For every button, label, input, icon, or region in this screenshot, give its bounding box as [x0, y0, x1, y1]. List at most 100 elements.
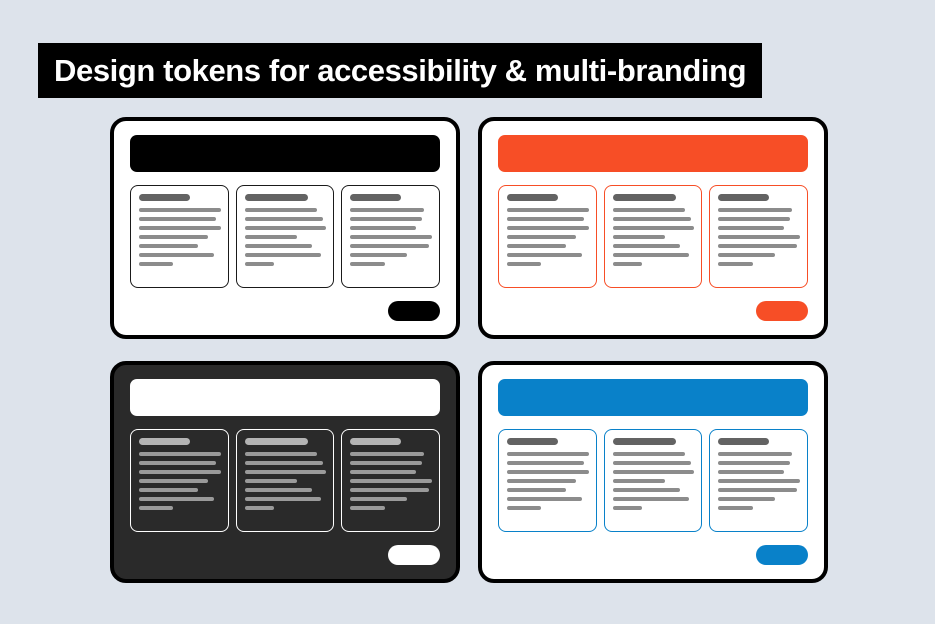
skeleton-line	[507, 479, 577, 483]
skeleton-line	[612, 217, 692, 221]
skeleton-line	[612, 244, 681, 248]
cta-button[interactable]	[388, 545, 440, 565]
content-card[interactable]	[603, 185, 703, 288]
skeleton-line	[718, 506, 753, 510]
skeleton-line	[718, 217, 791, 221]
skeleton-line	[350, 262, 385, 266]
skeleton-line	[139, 253, 215, 257]
content-card[interactable]	[130, 185, 229, 288]
skeleton-line	[350, 497, 408, 501]
skeleton-line	[244, 226, 327, 230]
skeleton-line	[350, 244, 429, 248]
skeleton-line	[718, 461, 791, 465]
skeleton-title	[244, 438, 309, 445]
skeleton-line	[139, 226, 221, 230]
content-card-row	[130, 185, 440, 288]
cta-button[interactable]	[756, 301, 808, 321]
skeleton-line	[718, 244, 797, 248]
theme-variant-grid	[110, 117, 828, 583]
skeleton-title	[612, 194, 677, 201]
skeleton-line	[612, 262, 643, 266]
skeleton-line	[139, 479, 209, 483]
skeleton-title	[507, 194, 558, 201]
skeleton-line	[507, 470, 589, 474]
skeleton-line	[612, 208, 685, 212]
mockup-dark[interactable]	[110, 361, 460, 583]
content-card[interactable]	[709, 185, 808, 288]
content-card[interactable]	[341, 185, 440, 288]
content-card[interactable]	[235, 185, 335, 288]
skeleton-line	[244, 208, 317, 212]
skeleton-line	[612, 506, 643, 510]
page-title-banner: Design tokens for accessibility & multi-…	[38, 43, 763, 98]
skeleton-title	[612, 438, 677, 445]
skeleton-title	[507, 438, 558, 445]
skeleton-line	[718, 253, 776, 257]
skeleton-line	[350, 217, 423, 221]
content-card-row	[130, 429, 440, 532]
skeleton-line	[139, 461, 216, 465]
skeleton-line	[139, 488, 198, 492]
skeleton-line	[244, 244, 313, 248]
skeleton-title	[718, 194, 769, 201]
skeleton-line	[350, 470, 416, 474]
skeleton-title	[350, 194, 401, 201]
skeleton-line	[718, 208, 792, 212]
skeleton-title	[718, 438, 769, 445]
skeleton-line	[612, 461, 692, 465]
skeleton-line	[507, 244, 566, 248]
skeleton-line	[139, 235, 209, 239]
skeleton-line	[244, 461, 324, 465]
content-card[interactable]	[498, 185, 597, 288]
mockup-footer	[130, 288, 440, 321]
skeleton-line	[718, 488, 797, 492]
skeleton-line	[139, 244, 198, 248]
cta-button[interactable]	[388, 301, 440, 321]
skeleton-line	[612, 488, 681, 492]
skeleton-line	[244, 479, 297, 483]
mockup-default-light[interactable]	[110, 117, 460, 339]
skeleton-line	[612, 452, 685, 456]
skeleton-line	[718, 470, 784, 474]
skeleton-title	[350, 438, 401, 445]
skeleton-line	[507, 217, 584, 221]
skeleton-line	[507, 226, 589, 230]
skeleton-line	[507, 452, 589, 456]
skeleton-line	[350, 208, 424, 212]
content-card[interactable]	[235, 429, 335, 532]
skeleton-line	[612, 226, 695, 230]
skeleton-line	[244, 235, 297, 239]
skeleton-line	[244, 217, 324, 221]
skeleton-line	[718, 262, 753, 266]
skeleton-line	[612, 470, 695, 474]
content-card[interactable]	[341, 429, 440, 532]
mockup-header-bar	[130, 135, 440, 172]
content-card[interactable]	[130, 429, 229, 532]
skeleton-line	[718, 452, 792, 456]
skeleton-line	[244, 470, 327, 474]
skeleton-title	[244, 194, 309, 201]
skeleton-line	[507, 262, 542, 266]
mockup-brand-orange[interactable]	[478, 117, 828, 339]
skeleton-line	[139, 217, 216, 221]
skeleton-line	[612, 235, 665, 239]
skeleton-line	[718, 497, 776, 501]
skeleton-line	[244, 452, 317, 456]
skeleton-line	[507, 208, 589, 212]
page-title: Design tokens for accessibility & multi-…	[54, 53, 747, 88]
skeleton-line	[139, 262, 174, 266]
skeleton-line	[350, 461, 423, 465]
mockup-brand-blue[interactable]	[478, 361, 828, 583]
skeleton-line	[350, 452, 424, 456]
mockup-footer	[498, 532, 808, 565]
content-card-row	[498, 185, 808, 288]
content-card[interactable]	[603, 429, 703, 532]
content-card[interactable]	[498, 429, 597, 532]
content-card[interactable]	[709, 429, 808, 532]
skeleton-line	[139, 506, 174, 510]
mockup-header-bar	[130, 379, 440, 416]
skeleton-line	[507, 235, 577, 239]
cta-button[interactable]	[756, 545, 808, 565]
skeleton-line	[350, 488, 429, 492]
skeleton-title	[139, 438, 190, 445]
